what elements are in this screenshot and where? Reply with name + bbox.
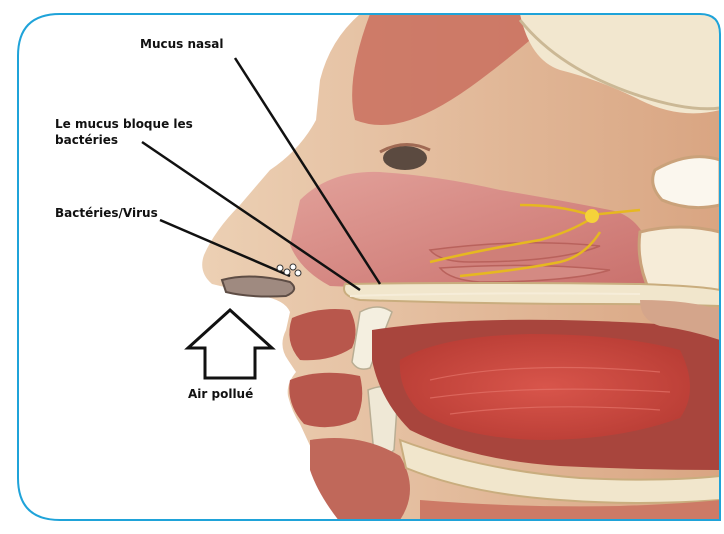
nerve-ganglion — [585, 209, 599, 223]
up-arrow-icon — [188, 310, 272, 378]
head-cross-section — [202, 14, 720, 534]
eye — [383, 146, 427, 170]
lower-lip — [289, 373, 362, 427]
label-polluted-air: Air pollué — [188, 387, 253, 401]
nostril — [222, 276, 294, 296]
label-bacteria-virus: Bactéries/Virus — [55, 206, 158, 220]
label-mucus-nasal: Mucus nasal — [140, 37, 223, 51]
sinus-upper — [653, 157, 720, 208]
label-mucus-blocks-line1: Le mucus bloque les — [55, 117, 193, 131]
label-mucus-blocks-line2: bactéries — [55, 133, 118, 147]
